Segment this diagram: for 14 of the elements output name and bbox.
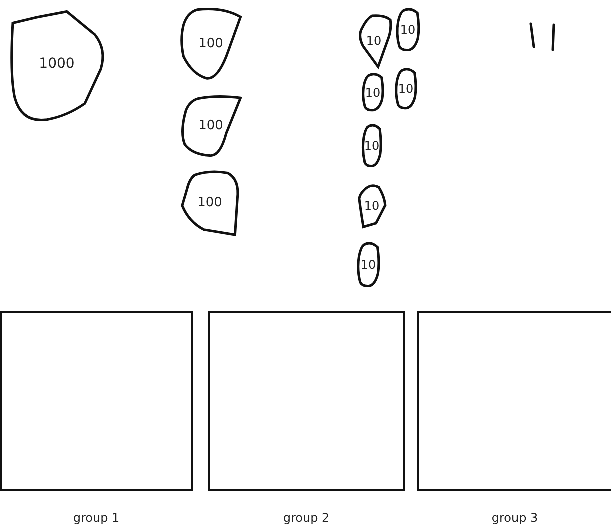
group-label: group 2 xyxy=(282,511,331,525)
number-label: 100 xyxy=(196,196,224,209)
number-label: 100 xyxy=(198,37,224,50)
number-label: 10 xyxy=(365,35,383,47)
number-label: 10 xyxy=(363,200,381,212)
number-label: 10 xyxy=(364,86,382,98)
number-label: 1000 xyxy=(38,56,76,70)
group-label: group 1 xyxy=(72,511,121,525)
number-label: 100 xyxy=(198,120,224,132)
number-label: 10 xyxy=(360,259,378,271)
number-label: 10 xyxy=(399,24,417,36)
group-label: group 3 xyxy=(490,511,540,525)
number-label: 10 xyxy=(397,83,415,95)
number-label: 10 xyxy=(363,140,381,152)
